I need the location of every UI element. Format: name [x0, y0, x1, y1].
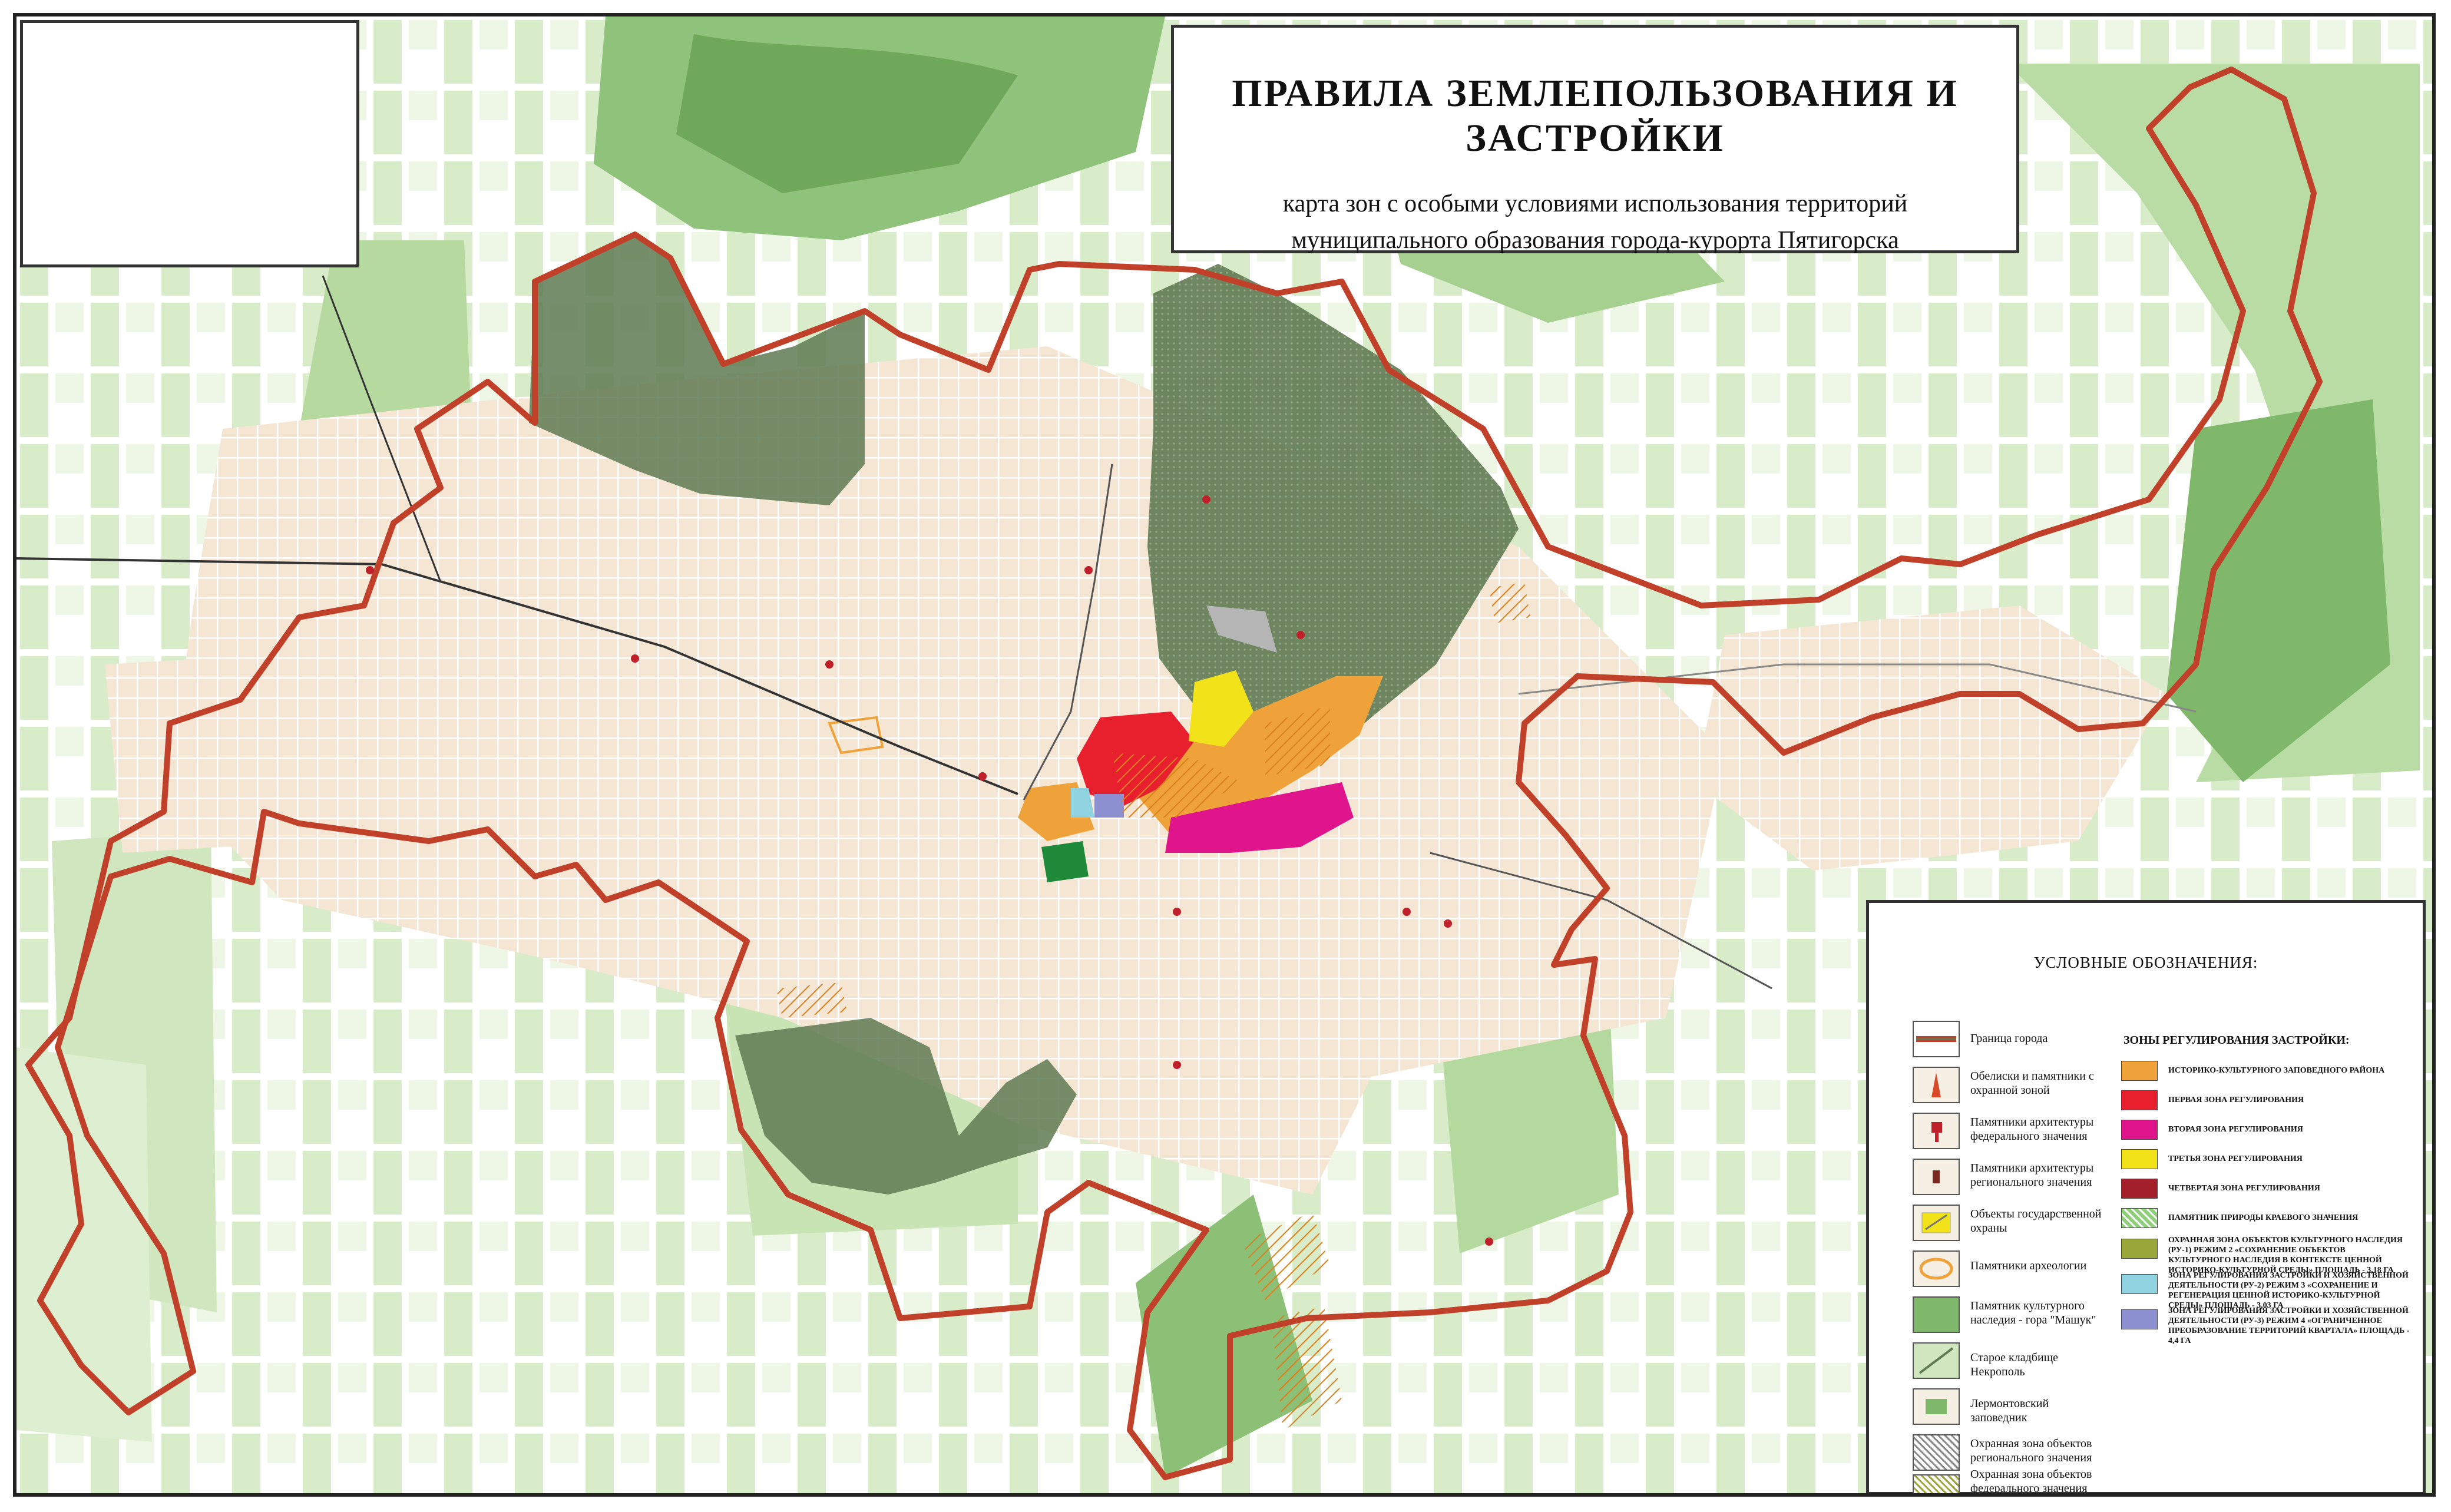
zone-label-second: ВТОРАЯ ЗОНА РЕГУЛИРОВАНИЯ — [2168, 1125, 2303, 1134]
railways — [16, 275, 2197, 990]
legend-title: УСЛОВНЫЕ ОБОЗНАЧЕНИЯ: — [2033, 954, 2258, 971]
legend-label-mashuk: Памятник культурного наследия - гора "Ма… — [1970, 1299, 2096, 1326]
zone-label-historic: ИСТОРИКО-КУЛЬТУРНОГО ЗАПОВЕДНОГО РАЙОНА — [2168, 1066, 2385, 1075]
zone-label-third: ТРЕТЬЯ ЗОНА РЕГУЛИРОВАНИЯ — [2168, 1154, 2303, 1163]
legend-box: УСЛОВНЫЕ ОБОЗНАЧЕНИЯ: Граница города Обе… — [1866, 900, 2426, 1495]
zone-swatch-first — [2121, 1090, 2158, 1110]
regulation-zones — [776, 582, 1530, 1430]
map-subtitle-line-1: карта зон с особыми условиями использова… — [1282, 190, 1908, 217]
state-protection-icon — [1913, 1205, 1960, 1241]
mashuk-icon — [1913, 1296, 1960, 1333]
inset-box — [20, 20, 359, 267]
zone-swatch-historic — [2121, 1061, 2158, 1081]
federal-zone-hatch — [1913, 1474, 1960, 1493]
obelisk-icon — [1913, 1067, 1960, 1103]
map-frame: ПРАВИЛА ЗЕМЛЕПОЛЬЗОВАНИЯ И ЗАСТРОЙКИ кар… — [13, 13, 2436, 1497]
map-title: ПРАВИЛА ЗЕМЛЕПОЛЬЗОВАНИЯ И ЗАСТРОЙКИ — [1232, 72, 1959, 160]
legend-label-regional-zone: Охранная зона объектов регионального зна… — [1970, 1437, 2092, 1464]
zone-swatch-fourth — [2121, 1179, 2158, 1199]
legend-label-archaeology: Памятники археологии — [1970, 1259, 2087, 1272]
zone-label-ru2: ЗОНА РЕГУЛИРОВАНИЯ ЗАСТРОЙКИ И ХОЗЯЙСТВЕ… — [2168, 1271, 2409, 1310]
monument-markers — [366, 495, 1493, 1246]
legend-label-regional: Памятники архитектуры регионального знач… — [1970, 1162, 2094, 1189]
legend-label-federal-zone: Охранная зона объектов федерального знач… — [1970, 1468, 2092, 1495]
map-subtitle-line-2: муниципального образования города-курорт… — [1291, 227, 1899, 254]
zone-label-first: ПЕРВАЯ ЗОНА РЕГУЛИРОВАНИЯ — [2168, 1096, 2304, 1104]
zone-swatch-third — [2121, 1149, 2158, 1169]
legend-border-swatch — [1913, 1021, 1960, 1057]
legend-label-cemetery: Старое кладбище Некрополь — [1970, 1351, 2058, 1378]
protected-areas — [529, 234, 1519, 1195]
zone-swatch-ru3 — [2121, 1309, 2158, 1329]
zones-title: ЗОНЫ РЕГУЛИРОВАНИЯ ЗАСТРОЙКИ: — [2123, 1034, 2350, 1047]
zone-label-nature: ПАМЯТНИК ПРИРОДЫ КРАЕВОГО ЗНАЧЕНИЯ — [2168, 1213, 2359, 1222]
title-box: ПРАВИЛА ЗЕМЛЕПОЛЬЗОВАНИЯ И ЗАСТРОЙКИ кар… — [1171, 25, 2019, 254]
legend-label-reserve: Лермонтовский заповедник — [1970, 1397, 2049, 1424]
legend-label-state: Объекты государственной охраны — [1970, 1207, 2102, 1235]
regional-monument-icon — [1913, 1159, 1960, 1195]
federal-monument-icon — [1913, 1113, 1960, 1149]
archaeology-icon — [1913, 1250, 1960, 1287]
legend-label-federal: Памятники архитектуры федерального значе… — [1970, 1116, 2094, 1143]
zone-swatch-nature — [2121, 1208, 2158, 1228]
zone-swatch-ru2 — [2121, 1274, 2158, 1294]
legend-label-obelisk: Обелиски и памятники с охранной зоной — [1970, 1070, 2094, 1097]
zone-swatch-second — [2121, 1120, 2158, 1140]
zone-label-ru3: ЗОНА РЕГУЛИРОВАНИЯ ЗАСТРОЙКИ И ХОЗЯЙСТВЕ… — [2168, 1306, 2410, 1345]
reserve-icon — [1913, 1388, 1960, 1425]
regional-zone-hatch — [1913, 1434, 1960, 1471]
zone-swatch-ru1 — [2121, 1239, 2158, 1259]
cemetery-icon — [1913, 1342, 1960, 1379]
legend-label-border: Граница города — [1970, 1032, 2048, 1045]
zone-label-ru1: ОХРАННАЯ ЗОНА ОБЪЕКТОВ КУЛЬТУРНОГО НАСЛЕ… — [2168, 1236, 2403, 1275]
city-border-line — [25, 67, 2323, 1480]
zone-label-fourth: ЧЕТВЕРТАЯ ЗОНА РЕГУЛИРОВАНИЯ — [2168, 1184, 2320, 1193]
